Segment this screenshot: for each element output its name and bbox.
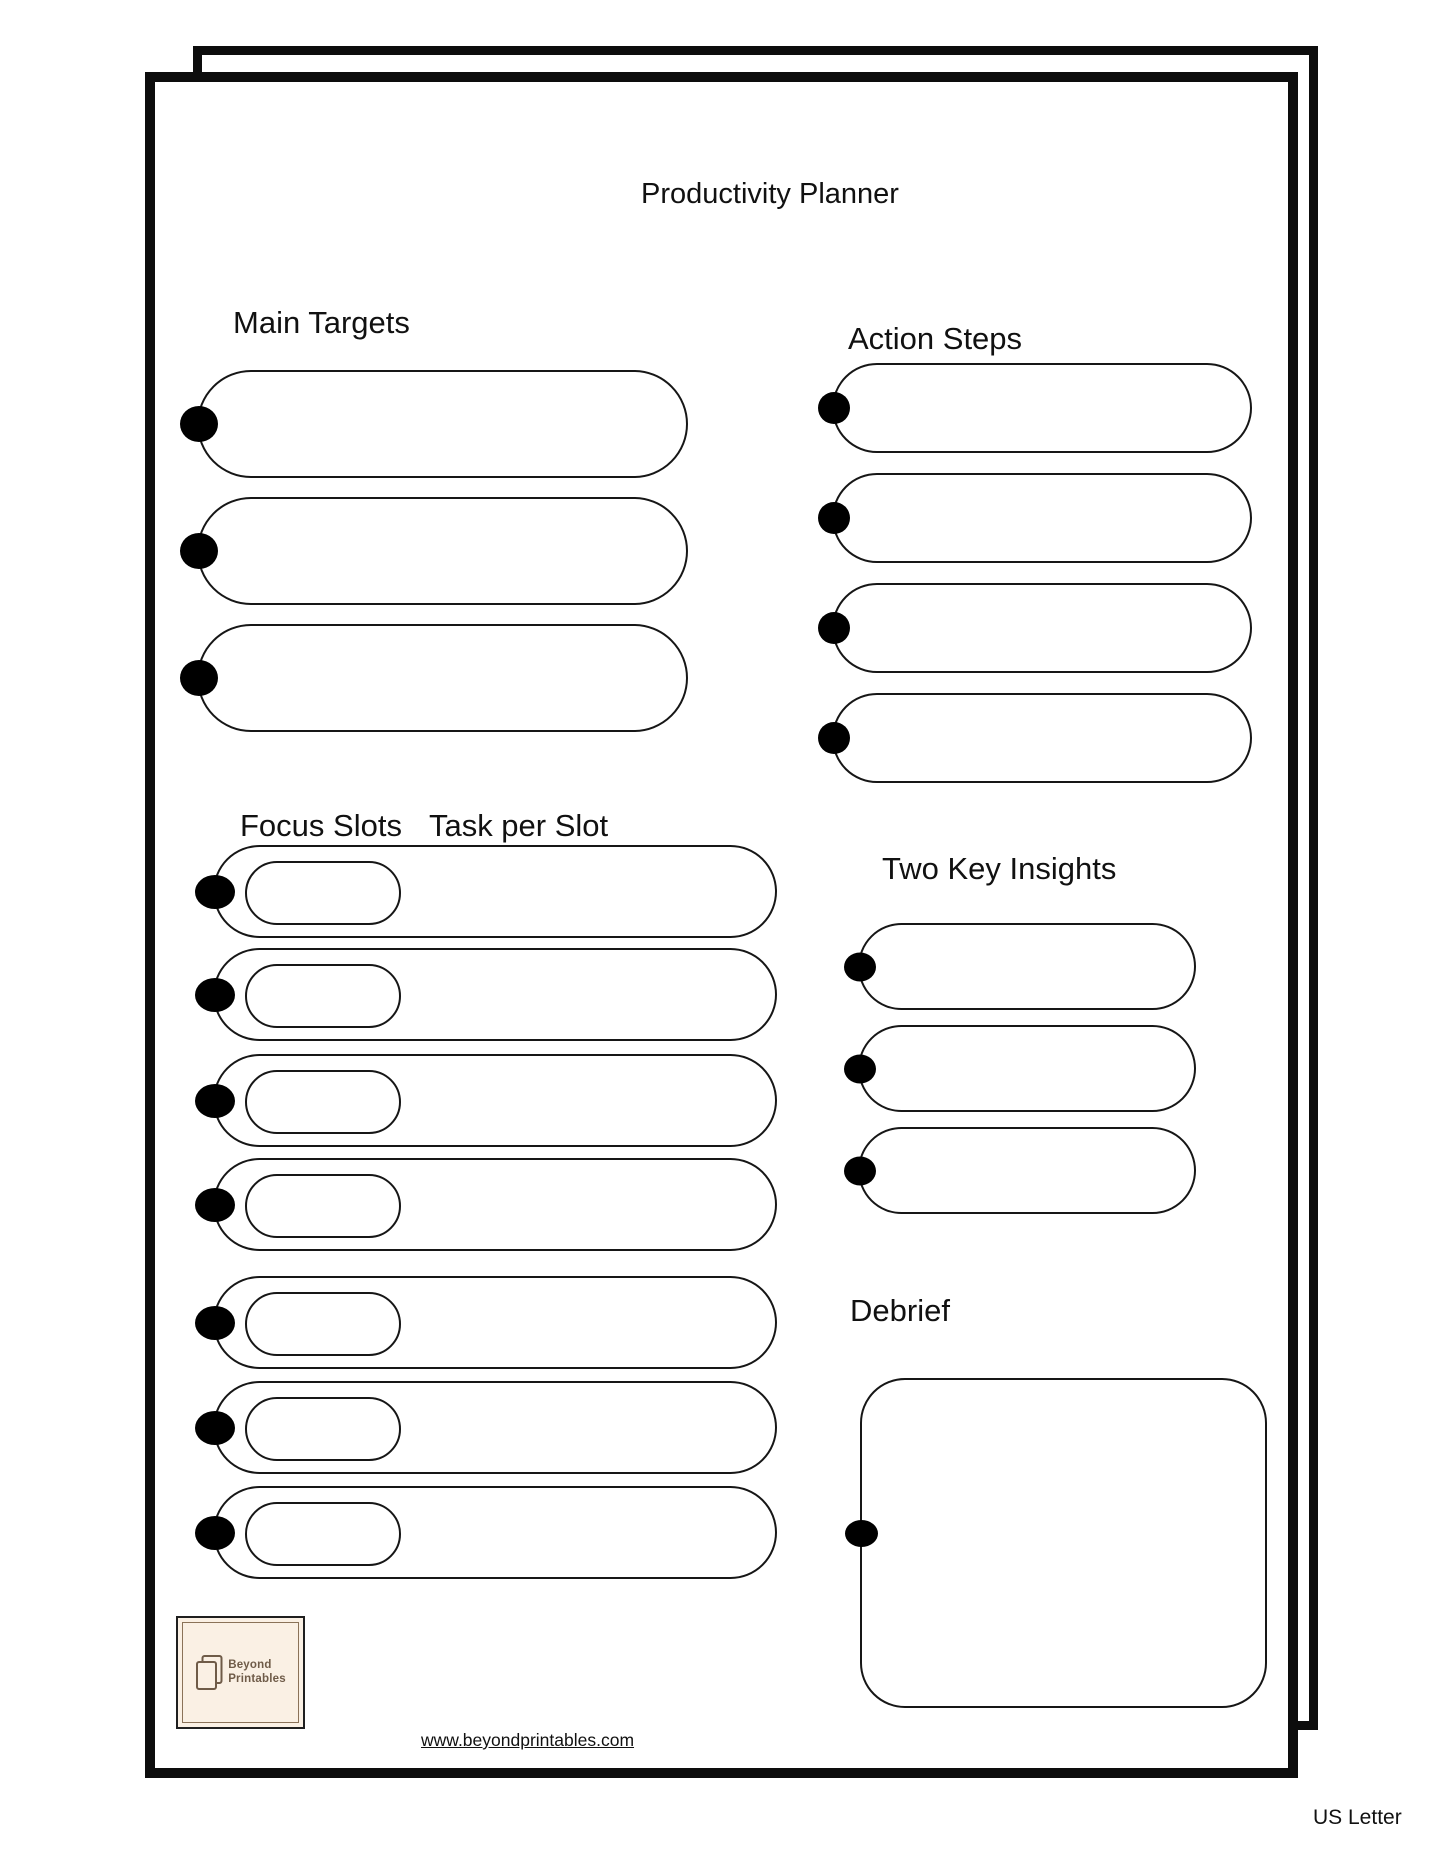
logo-frame: Beyond Printables (182, 1622, 299, 1723)
time-slot-field (245, 861, 401, 925)
focus-slot-row (195, 1276, 777, 1369)
bullet-dot (195, 1187, 235, 1222)
main-targets-heading: Main Targets (233, 305, 410, 340)
bullet-dot (195, 1305, 235, 1340)
logo-wordmark: Beyond Printables (228, 1659, 286, 1687)
stacked-pages-icon (196, 1654, 223, 1690)
bullet-dot (180, 406, 218, 442)
beyond-printables-logo: Beyond Printables (176, 1616, 305, 1729)
bullet-dot (195, 874, 235, 909)
bullet-dot (844, 952, 876, 981)
action-step-field (818, 473, 1252, 563)
target-field (180, 497, 688, 605)
two-key-insights-heading: Two Key Insights (882, 851, 1117, 886)
focus-slot-row (195, 845, 777, 938)
focus-slot-row (195, 1486, 777, 1579)
debrief-field (845, 1378, 1267, 1708)
action-step-field (818, 583, 1252, 673)
bullet-dot (844, 1156, 876, 1185)
insight-field (844, 1025, 1196, 1112)
bullet-dot (195, 1515, 235, 1550)
time-slot-field (245, 1397, 401, 1461)
main-targets-list (180, 370, 688, 751)
bullet-dot (180, 660, 218, 696)
bullet-dot (818, 722, 850, 754)
insight-field (844, 923, 1196, 1010)
logo-word-line2: Printables (228, 1672, 286, 1685)
bullet-dot (844, 1054, 876, 1083)
task-per-slot-label: Task per Slot (428, 808, 609, 843)
bullet-dot (195, 1410, 235, 1445)
action-step-field (818, 363, 1252, 453)
paper-format-label: US Letter (1313, 1806, 1402, 1829)
time-slot-field (245, 964, 401, 1028)
insights-list (844, 923, 1196, 1229)
focus-slot-row (195, 1054, 777, 1147)
target-field (180, 624, 688, 732)
focus-slot-row (195, 948, 777, 1041)
bullet-dot (845, 1520, 878, 1547)
action-steps-list (818, 363, 1252, 803)
website-link[interactable]: www.beyondprintables.com (421, 1730, 635, 1750)
action-step-field (818, 693, 1252, 783)
bullet-dot (818, 392, 850, 424)
bullet-dot (195, 977, 235, 1012)
time-slot-field (245, 1502, 401, 1566)
focus-slots-list (195, 845, 777, 1591)
focus-slot-row (195, 1158, 777, 1251)
logo-word-line1: Beyond (228, 1658, 272, 1671)
time-slot-field (245, 1174, 401, 1238)
focus-slots-label: Focus Slots (240, 808, 402, 843)
debrief-heading: Debrief (850, 1293, 950, 1328)
bullet-dot (195, 1083, 235, 1118)
time-slot-field (245, 1292, 401, 1356)
page-title: Productivity Planner (641, 178, 899, 210)
target-field (180, 370, 688, 478)
bullet-dot (180, 533, 218, 569)
bullet-dot (818, 612, 850, 644)
focus-slot-row (195, 1381, 777, 1474)
focus-slots-heading: Focus Slots Task per Slot (240, 808, 609, 843)
bullet-dot (818, 502, 850, 534)
action-steps-heading: Action Steps (848, 321, 1023, 356)
insight-field (844, 1127, 1196, 1214)
time-slot-field (245, 1070, 401, 1134)
